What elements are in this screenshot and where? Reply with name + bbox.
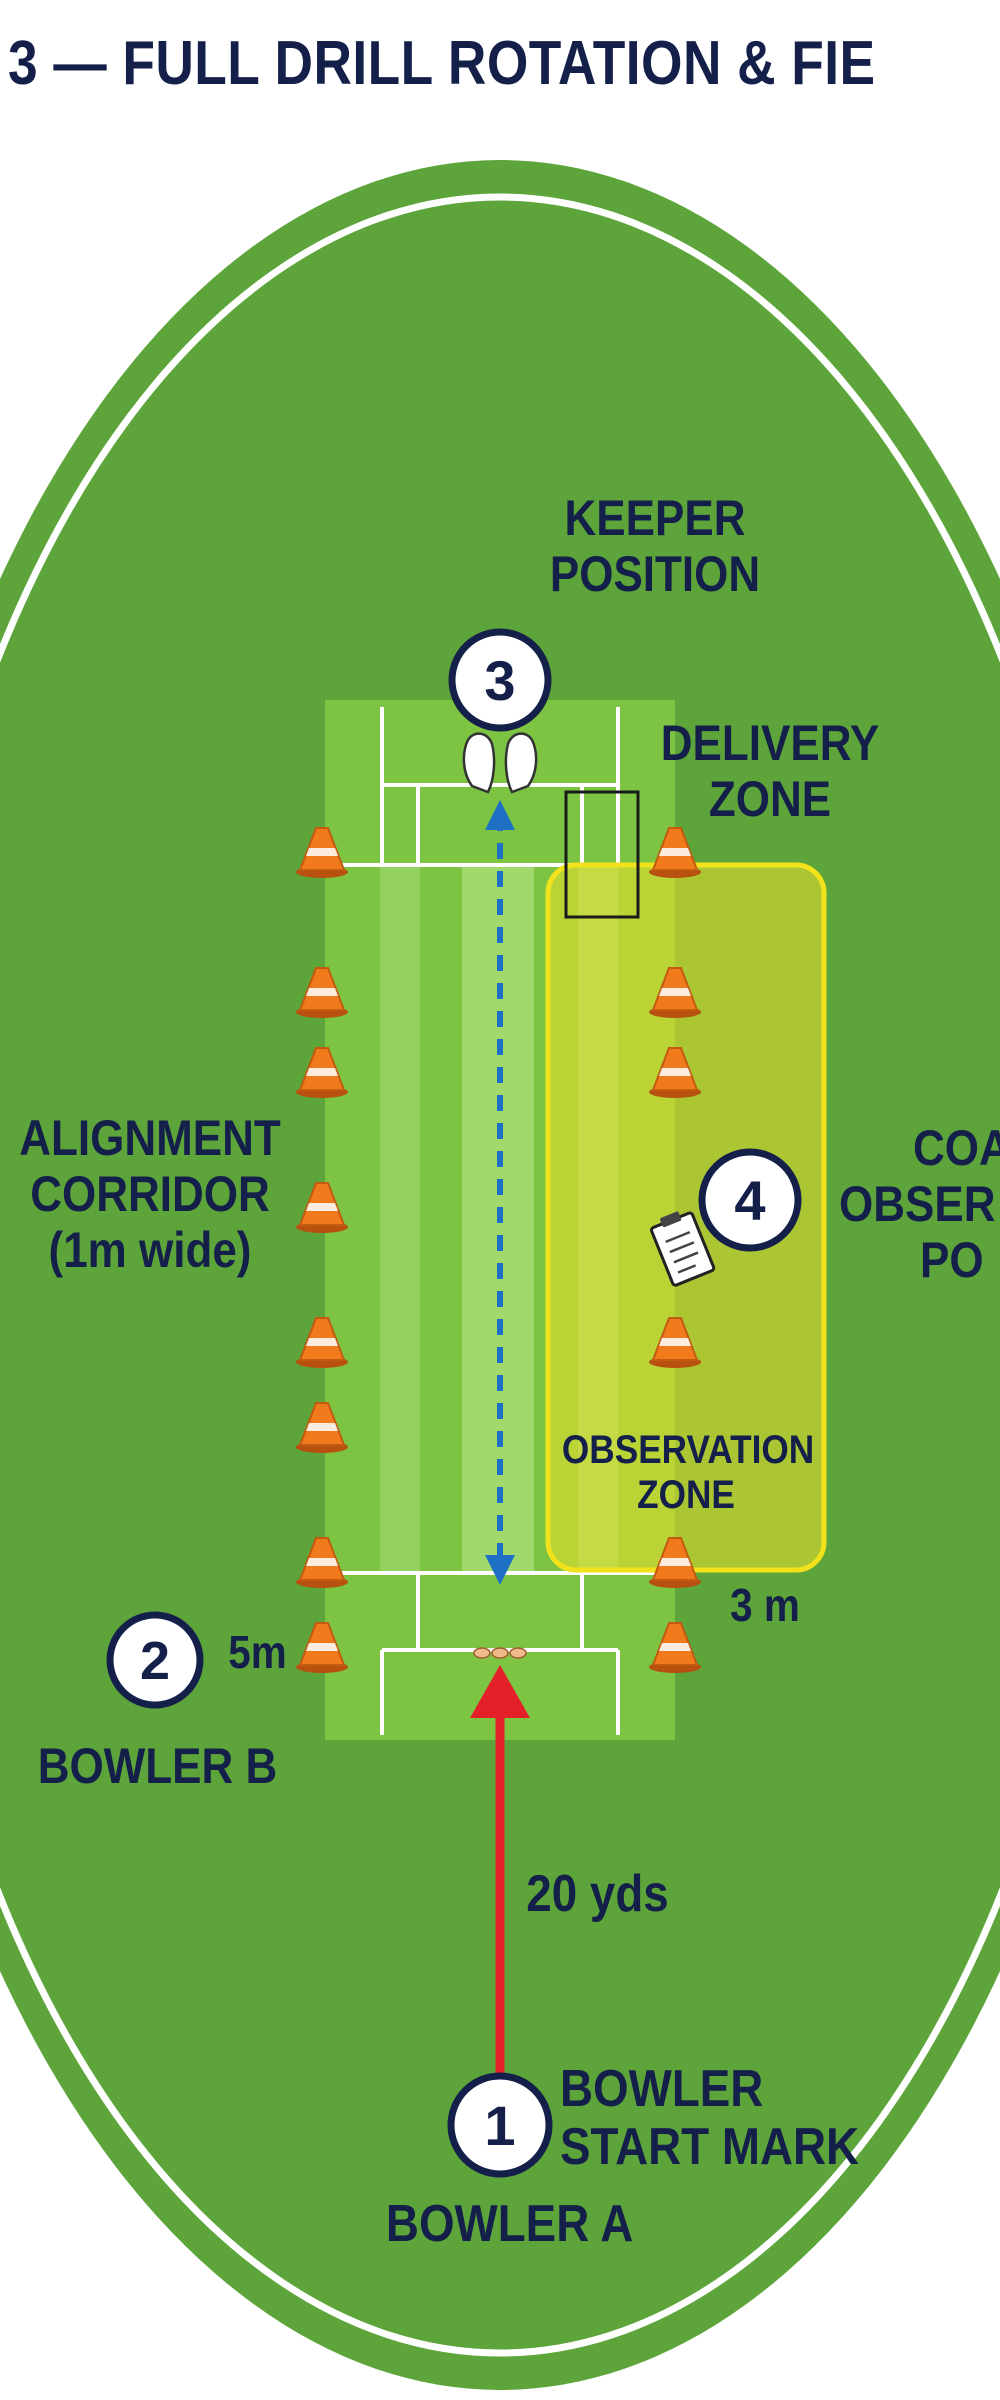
delivery-zone-line-2: ZONE — [708, 771, 832, 827]
svg-text:2: 2 — [140, 1631, 170, 1691]
marker-2: 2 — [106, 1611, 204, 1709]
marker-4: 4 — [698, 1148, 802, 1252]
bowler-a-label: BOWLER A — [385, 2195, 634, 2253]
marker-3: 3 — [448, 628, 552, 732]
delivery-zone-label: DELIVERY ZONE — [647, 715, 893, 827]
alignment-corridor-label: ALIGNMENT CORRIDOR (1m wide) — [18, 1110, 282, 1278]
svg-text:3: 3 — [484, 649, 515, 712]
zone-offset-label: 3 m — [730, 1579, 800, 1631]
bowler-start-mark-line-2: START MARK — [560, 2118, 860, 2177]
observation-zone-label: OBSERVATION ZONE — [561, 1428, 815, 1518]
bails-icon — [473, 1647, 527, 1659]
svg-text:4: 4 — [734, 1169, 765, 1232]
run-up-distance-label: 20 yds — [526, 1865, 669, 1923]
coach-observation-line-3: PO — [920, 1232, 984, 1288]
keeper-position-line-1: KEEPER — [564, 490, 746, 546]
run-up-arrow-head — [470, 1665, 530, 1718]
alignment-corridor-line-2: CORRIDOR — [30, 1166, 270, 1222]
wicket-keeping-gloves-icon — [462, 732, 538, 794]
cone-gap-label: 5m — [228, 1626, 287, 1678]
clipboard-icon — [650, 1211, 716, 1287]
bowler-start-mark-label: BOWLER START MARK — [560, 2060, 860, 2177]
page-title: 3 — FULL DRILL ROTATION & FIE — [8, 29, 876, 98]
marker-1: 1 — [447, 2072, 553, 2178]
bowler-start-mark-line-1: BOWLER — [560, 2060, 764, 2118]
alignment-corridor-line-1: ALIGNMENT — [19, 1110, 281, 1166]
bowler-b-label: BOWLER B — [37, 1738, 278, 1794]
svg-text:1: 1 — [484, 2094, 515, 2157]
observation-zone-line-1: OBSERVATION — [561, 1428, 815, 1472]
alignment-corridor-line-3: (1m wide) — [48, 1222, 252, 1278]
coach-observation-line-2: OBSER — [839, 1176, 996, 1232]
coach-observation-label: COA OBSER PO — [832, 1120, 1000, 1288]
observation-zone-line-2: ZONE — [637, 1472, 735, 1517]
keeper-position-line-2: POSITION — [549, 546, 761, 602]
boundary-rope — [0, 193, 1000, 2357]
delivery-zone-line-1: DELIVERY — [660, 715, 880, 771]
pitch-stripe-1 — [380, 865, 420, 1575]
coach-observation-line-1: COA — [912, 1120, 1000, 1176]
keeper-position-label: KEEPER POSITION — [536, 490, 774, 602]
delivery-zone-box — [564, 790, 640, 919]
